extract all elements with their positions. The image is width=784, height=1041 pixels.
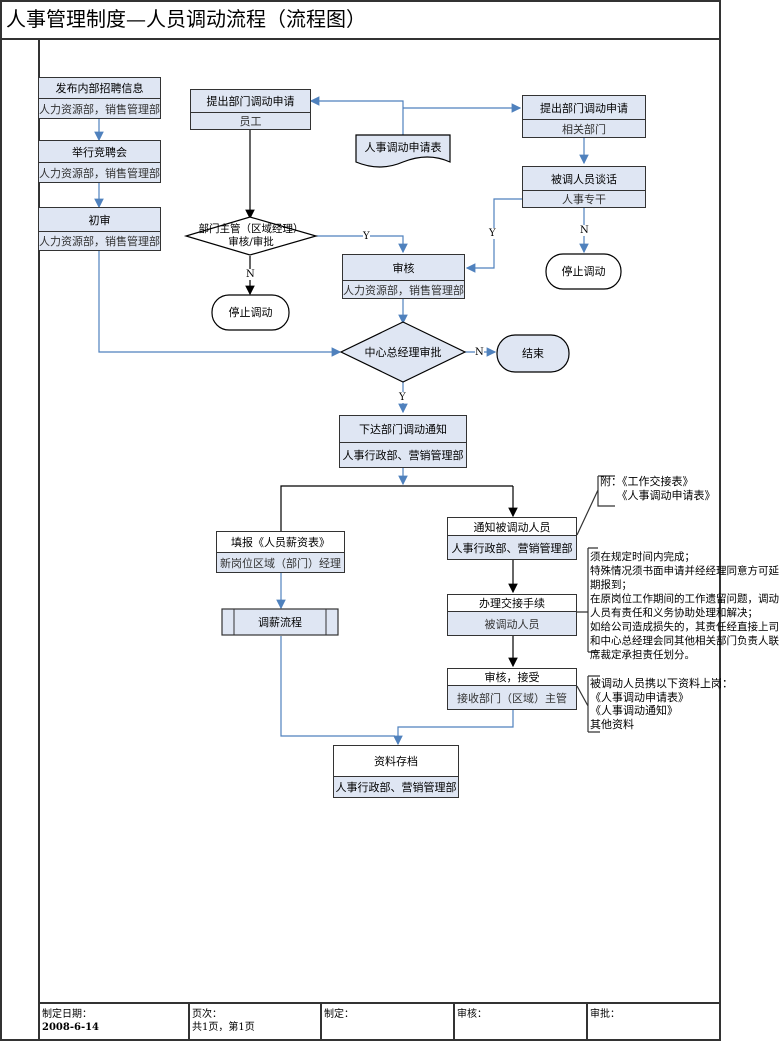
node-title: 填报《人员薪资表》	[217, 532, 344, 553]
edge-label-yes: Y	[489, 228, 496, 239]
edge-decision-review	[316, 235, 408, 254]
node-owner: 被调动人员	[448, 612, 576, 635]
stop2-label: 停止调动	[561, 265, 606, 278]
node-title: 办理交接手续	[448, 595, 576, 612]
edge-accept-archive	[393, 710, 514, 746]
callout-accept	[576, 675, 600, 733]
node-owner: 人力资源部，销售管理部	[39, 102, 160, 116]
node-notice: 下达部门调动通知 人事行政部、营销管理部	[339, 415, 467, 468]
note-handover-rules: 须在规定时间内完成； 特殊情况须书面申请并经经理同意方可延 期报到； 在原岗位工…	[590, 551, 779, 661]
decision-dept-shape	[183, 216, 319, 256]
node-publish: 发布内部招聘信息 人力资源部，销售管理部	[38, 77, 161, 119]
salary-process-shape	[221, 608, 339, 636]
node-salary-form: 填报《人员薪资表》 新岗位区域（部门）经理	[216, 531, 345, 573]
node-owner: 人事专干	[562, 193, 606, 206]
node-title: 提出部门调动申请	[523, 96, 645, 120]
stop2-shape	[545, 253, 622, 290]
decision-gm-label: 中心总经理审批	[364, 345, 442, 359]
edge-prelim-gm	[98, 251, 342, 357]
node-owner: 人力资源部，销售管理部	[39, 166, 160, 180]
node-interview: 被调人员谈话 人事专干	[522, 166, 646, 208]
node-owner: 相关部门	[562, 122, 606, 136]
edge-label-no: N	[246, 269, 255, 280]
node-apply-dept: 提出部门调动申请 相关部门	[522, 95, 646, 138]
edge-label-no: N	[475, 347, 484, 358]
node-owner: 员工	[239, 115, 262, 128]
edge-label-yes: Y	[399, 392, 406, 403]
footer-divider	[188, 1002, 190, 1041]
form-doc-label: 人事调动申请表	[364, 140, 442, 154]
salary-process-label: 调薪流程	[258, 615, 302, 629]
node-accept: 审核，接受 接收部门（区域）主管	[447, 668, 577, 710]
footer-page-label: 页次：	[192, 1009, 222, 1020]
node-review: 审核 人力资源部，销售管理部	[342, 254, 465, 299]
node-title: 初审	[39, 208, 160, 232]
node-title: 审核，接受	[448, 669, 576, 686]
page-title: 人事管理制度—人员调动流程（流程图）	[6, 7, 366, 31]
footer-divider	[453, 1002, 455, 1041]
node-apply-employee: 提出部门调动申请 员工	[190, 89, 311, 130]
decision-dept-label: 部门主管（区域经理）审核/审批	[198, 223, 304, 248]
callout-attach	[576, 475, 615, 536]
footer-date-value: 2008-6-14	[42, 1022, 100, 1033]
node-owner: 人力资源部，销售管理部	[39, 235, 160, 248]
node-title: 举行竞聘会	[39, 141, 160, 163]
node-owner: 人力资源部，销售管理部	[343, 283, 464, 297]
edge-form-employee	[309, 96, 404, 135]
node-title: 审核	[343, 255, 464, 281]
node-compete: 举行竞聘会 人力资源部，销售管理部	[38, 140, 161, 183]
edge-split-left	[280, 485, 513, 531]
node-title: 提出部门调动申请	[191, 90, 310, 113]
stop1-label: 停止调动	[228, 306, 273, 319]
footer-divider	[320, 1002, 322, 1041]
node-handover: 办理交接手续 被调动人员	[447, 594, 577, 636]
footer-date-label: 制定日期：	[42, 1009, 92, 1020]
node-title: 资料存档	[334, 746, 458, 777]
footer-approve-label: 审批：	[590, 1009, 620, 1020]
node-owner: 人事行政部、营销管理部	[342, 449, 464, 462]
node-prelim: 初审 人力资源部，销售管理部	[38, 207, 161, 251]
callout-handover	[577, 547, 598, 653]
footer-divider	[586, 1002, 588, 1041]
stop1-shape	[211, 294, 290, 331]
decision-gm-shape	[339, 321, 467, 383]
node-notify-person: 通知被调动人员 人事行政部、营销管理部	[447, 517, 577, 560]
edge-label-no: N	[580, 225, 589, 236]
edge-label-yes: Y	[363, 231, 370, 242]
node-title: 被调人员谈话	[523, 167, 645, 191]
end-label: 结束	[522, 347, 544, 360]
form-doc-shape	[355, 134, 451, 168]
node-owner: 新岗位区域（部门）经理	[217, 553, 344, 572]
footer-review-label: 审核：	[457, 1009, 487, 1020]
node-title: 下达部门调动通知	[340, 416, 466, 443]
node-title: 发布内部招聘信息	[39, 78, 160, 99]
footer-made-by-label: 制定：	[324, 1009, 354, 1020]
node-owner: 人事行政部、营销管理部	[448, 536, 576, 559]
node-owner: 人事行政部、营销管理部	[334, 777, 458, 797]
note-attachments: 附：《工作交接表》 《人事调动申请表》	[600, 475, 716, 502]
footer-page-value: 共1页，第1页	[192, 1022, 255, 1033]
node-owner: 接收部门（区域）主管	[448, 686, 576, 709]
node-title: 通知被调动人员	[448, 518, 576, 536]
edge-process-archive	[280, 636, 395, 737]
end-shape	[496, 334, 570, 373]
note-accept-materials: 被调动人员携以下资料上岗： 《人事调动申请表》 《人事调动通知》 其他资料	[590, 677, 733, 731]
node-archive: 资料存档 人事行政部、营销管理部	[333, 745, 459, 798]
footer-frame	[38, 1002, 721, 1041]
